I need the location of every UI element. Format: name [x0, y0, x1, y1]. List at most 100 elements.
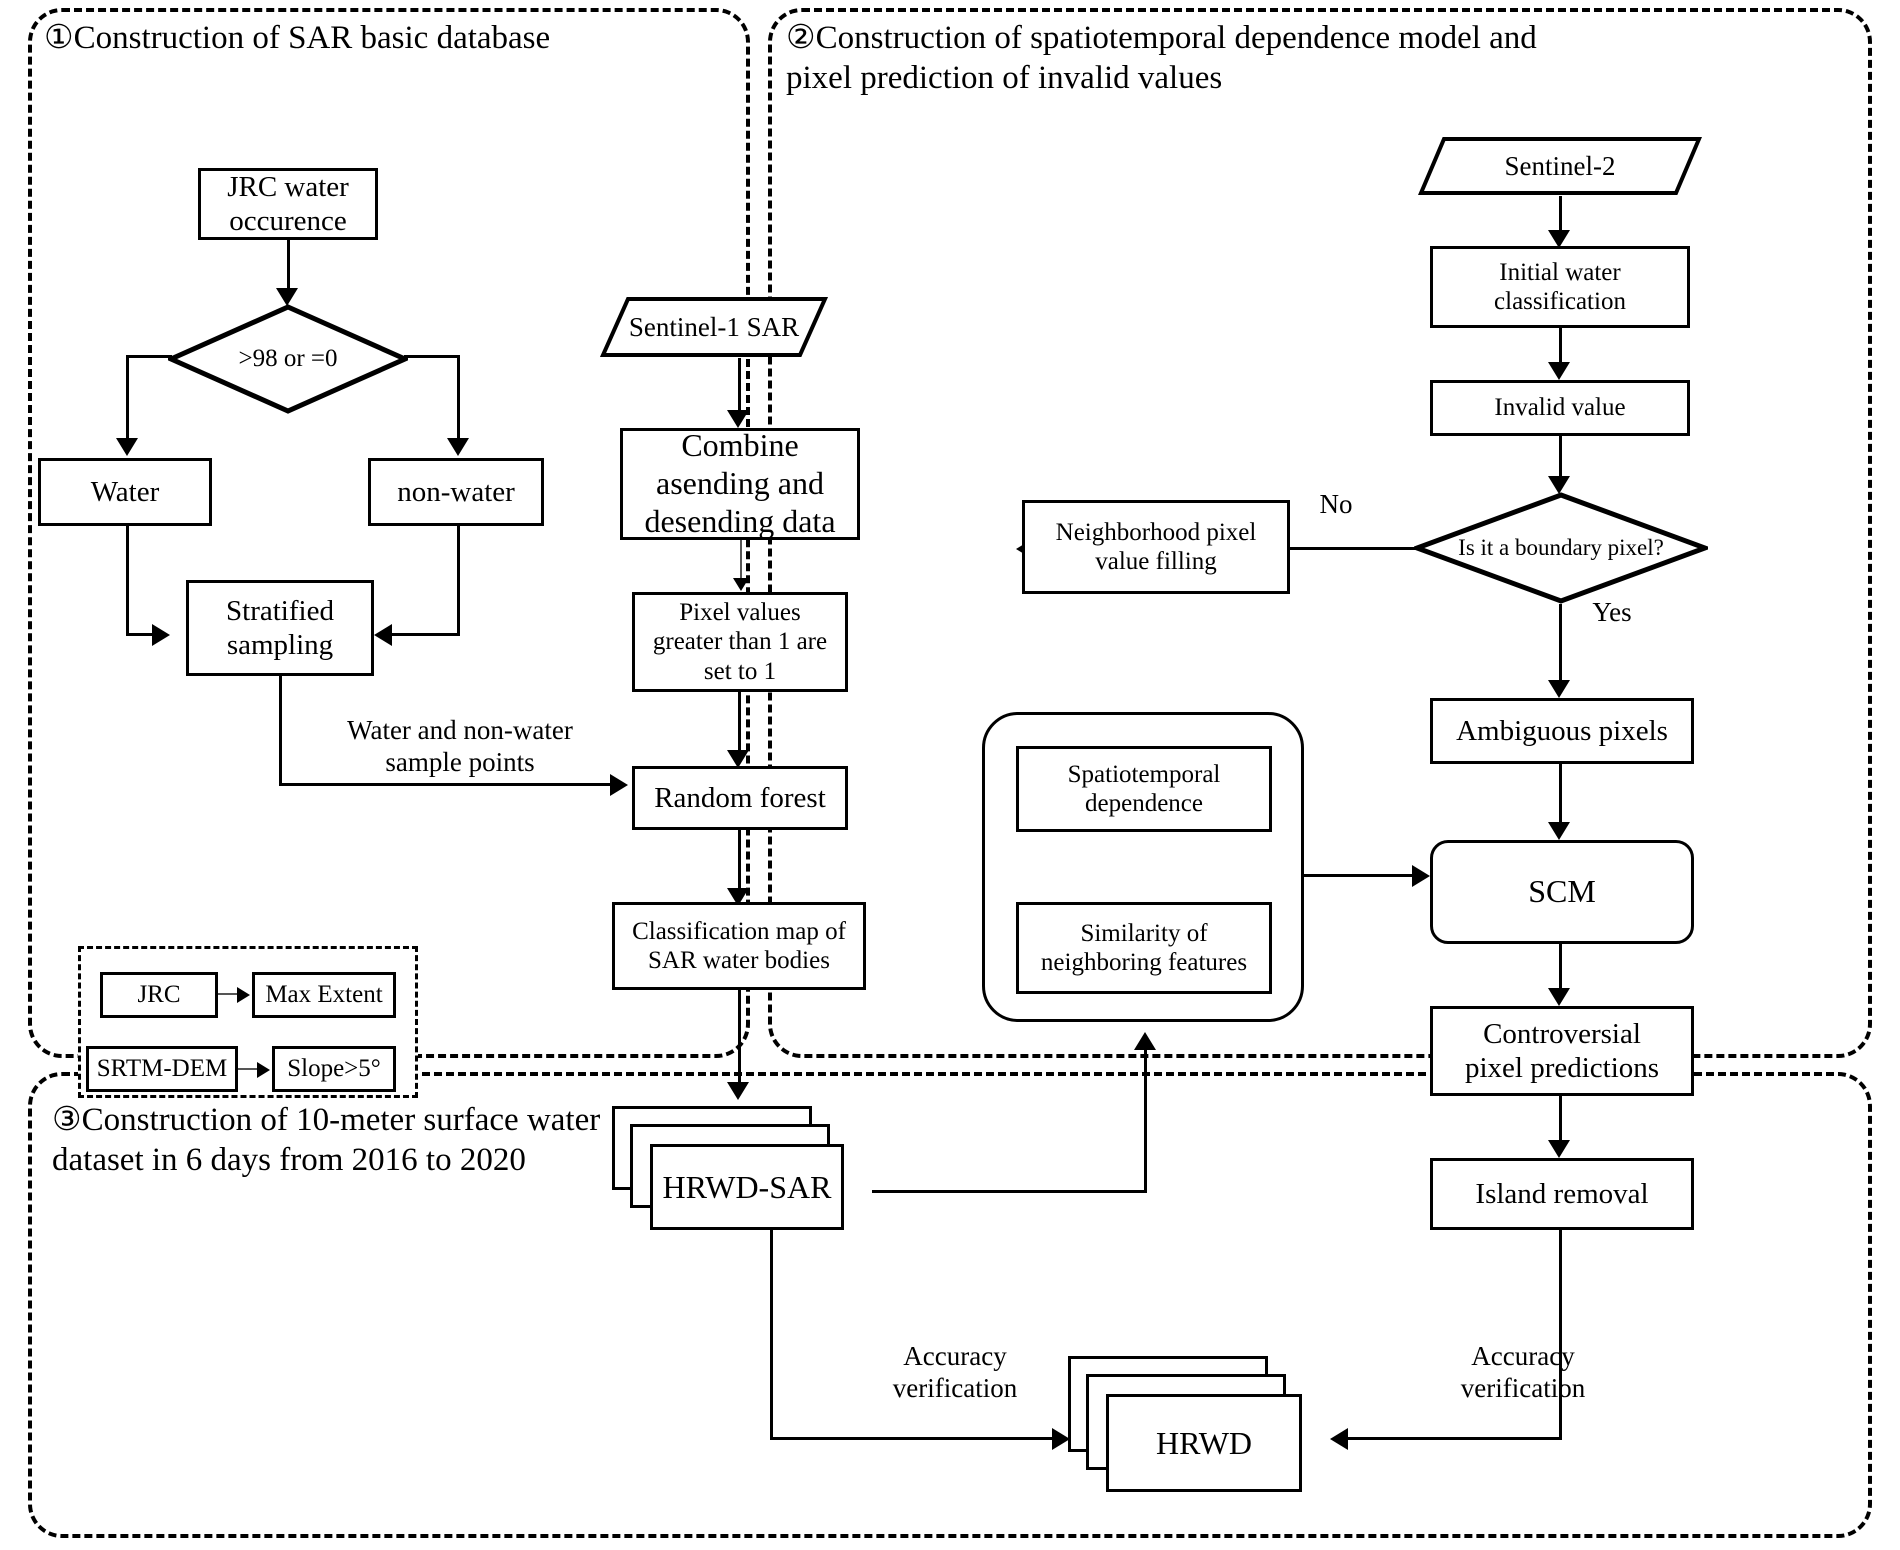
node-hrwd-stack[interactable]: HRWD: [1068, 1356, 1330, 1504]
connector-island-to-hrwd-v: [1559, 1230, 1562, 1440]
legend-arrowhead-0: [237, 987, 250, 1003]
node-sentinel-1-sar[interactable]: Sentinel-1 SAR: [600, 296, 828, 358]
arrowhead-group-to-scm: [1412, 865, 1430, 887]
connector-sampling-to-rf-h: [279, 783, 615, 786]
arrowhead-scm-to-controversial: [1548, 988, 1570, 1006]
label-sample-points: Water and non-water sample points: [347, 715, 573, 778]
legend-node-srtm-dem[interactable]: SRTM-DEM: [86, 1046, 238, 1092]
arrowhead-controversial-to-island: [1548, 1140, 1570, 1158]
arrowhead-initial-to-invalid: [1548, 362, 1570, 380]
connector-ambiguous-to-scm: [1559, 764, 1562, 826]
connector-water-to-sampling-h: [126, 633, 158, 636]
node-similarity-neighboring-features[interactable]: Similarity of neighboring features: [1016, 902, 1272, 994]
node-combine-asc-desc[interactable]: Combine asending and desending data: [620, 427, 860, 540]
arrowhead-decision-to-nonwater: [447, 438, 469, 456]
section-1-title-text: Construction of SAR basic database: [73, 20, 551, 56]
node-pixel-values-set-to-1[interactable]: Pixel values greater than 1 are set to 1: [632, 592, 848, 692]
arrowhead-jrc-to-decision: [276, 288, 298, 306]
node-initial-water-classification[interactable]: Initial water classification: [1430, 246, 1690, 328]
arrowhead-pixelvalues-to-rf: [727, 750, 749, 768]
connector-scm-to-controversial: [1559, 944, 1562, 992]
connector-decision-to-nonwater-h: [404, 355, 460, 358]
hrwd-sheet-front: HRWD: [1106, 1394, 1302, 1492]
arrowhead-yes-branch: [1548, 680, 1570, 698]
connector-decision-to-water-h: [126, 355, 172, 358]
node-spatiotemporal-dependence[interactable]: Spatiotemporal dependence: [1016, 746, 1272, 832]
legend-node-slope[interactable]: Slope>5°: [272, 1046, 396, 1092]
connector-sentinel2-to-initial: [1559, 196, 1562, 234]
label-accuracy-verification-left: Accuracy verification: [892, 1341, 1018, 1404]
node-island-removal[interactable]: Island removal: [1430, 1158, 1694, 1230]
node-sentinel-1-sar-label: Sentinel-1 SAR: [628, 311, 800, 342]
connector-hrwdsar-to-hrwd-v: [770, 1230, 773, 1440]
decision-gt98-label: >98 or =0: [238, 345, 338, 372]
connector-pixelvalues-to-rf: [738, 692, 741, 754]
node-sentinel-2[interactable]: Sentinel-2: [1418, 136, 1702, 196]
connector-decision-to-water-v: [126, 355, 129, 441]
connector-group-to-scm: [1304, 874, 1416, 877]
connector-classification-to-hrwdsar: [738, 990, 741, 1086]
section-1-title: ①Construction of SAR basic database: [44, 18, 734, 58]
decision-is-boundary-pixel[interactable]: Is it a boundary pixel?: [1414, 492, 1708, 604]
connector-nonwater-to-sampling-h: [390, 633, 460, 636]
node-controversial-pixel-predictions[interactable]: Controversial pixel predictions: [1430, 1006, 1694, 1096]
arrowhead-classification-to-hrwdsar: [727, 1082, 749, 1100]
connector-decision-to-nonwater-v: [457, 355, 460, 441]
section-1-marker: ①: [44, 20, 74, 56]
section-3-marker: ③: [52, 1102, 82, 1138]
section-3-panel: [28, 1072, 1872, 1538]
node-scm[interactable]: SCM: [1430, 840, 1694, 944]
connector-sentinel1-to-combine: [738, 358, 741, 412]
arrowhead-decision-to-water: [116, 438, 138, 456]
node-random-forest[interactable]: Random forest: [632, 766, 848, 830]
connector-sampling-to-rf-v: [279, 676, 282, 786]
connector-nonwater-to-sampling-v: [457, 526, 460, 636]
node-neighborhood-pixel-value-filling[interactable]: Neighborhood pixel value filling: [1022, 500, 1290, 594]
section-2-title: ②Construction of spatiotemporal dependen…: [786, 18, 1826, 99]
arrowhead-water-to-sampling: [152, 624, 170, 646]
section-3-title: ③Construction of 10-meter surface water …: [52, 1100, 752, 1181]
section-3-title-text: Construction of 10-meter surface water d…: [52, 1102, 601, 1179]
node-invalid-value[interactable]: Invalid value: [1430, 380, 1690, 436]
connector-water-to-sampling-v: [126, 526, 129, 636]
arrowhead-right-to-hrwd: [1330, 1428, 1348, 1450]
node-water[interactable]: Water: [38, 458, 212, 526]
connector-yes-branch: [1559, 604, 1562, 684]
arrowhead-left-to-hrwd: [1052, 1428, 1070, 1450]
arrowhead-combine-to-pixelvalues: [733, 578, 749, 591]
connector-controversial-to-island: [1559, 1096, 1562, 1144]
node-sentinel-2-label: Sentinel-2: [1504, 150, 1616, 181]
node-hrwd-sar-stack[interactable]: HRWD-SAR: [612, 1106, 872, 1236]
node-ambiguous-pixels[interactable]: Ambiguous pixels: [1430, 698, 1694, 764]
label-branch-yes: Yes: [1592, 597, 1632, 627]
arrowhead-ambiguous-to-scm: [1548, 822, 1570, 840]
arrowhead-rf-to-classification: [727, 888, 749, 906]
node-non-water[interactable]: non-water: [368, 458, 544, 526]
section-2-title-text: Construction of spatiotemporal dependenc…: [786, 20, 1537, 97]
arrowhead-sentinel1-to-combine: [727, 410, 749, 428]
connector-hrwdsar-to-group-v: [1144, 1050, 1147, 1192]
legend-connector-1: [238, 1068, 260, 1070]
node-classification-map[interactable]: Classification map of SAR water bodies: [612, 902, 866, 990]
legend-node-jrc[interactable]: JRC: [100, 972, 218, 1018]
node-jrc-water-occurence[interactable]: JRC water occurence: [198, 168, 378, 240]
arrowhead-hrwdsar-to-group: [1134, 1032, 1156, 1050]
connector-invalid-to-decision: [1559, 436, 1562, 480]
arrowhead-nonwater-to-sampling: [374, 624, 392, 646]
connector-island-to-hrwd-h: [1345, 1437, 1561, 1440]
legend-node-max-extent[interactable]: Max Extent: [252, 972, 396, 1018]
hrwd-sar-sheet-front: HRWD-SAR: [650, 1144, 844, 1230]
connector-rf-to-classification: [738, 830, 741, 892]
arrowhead-invalid-to-decision: [1548, 476, 1570, 494]
connector-combine-to-pixelvalues: [740, 540, 742, 582]
arrowhead-sampling-to-rf: [610, 774, 628, 796]
decision-gt98-or-eq0[interactable]: >98 or =0: [168, 304, 408, 414]
label-branch-no: No: [1319, 489, 1353, 519]
connector-hrwdsar-to-group-h: [872, 1190, 1147, 1193]
legend-arrowhead-1: [257, 1062, 270, 1078]
section-2-marker: ②: [786, 20, 816, 56]
connector-hrwdsar-to-hrwd-h: [770, 1437, 1060, 1440]
connector-jrc-to-decision: [287, 240, 290, 290]
node-stratified-sampling[interactable]: Stratified sampling: [186, 580, 374, 676]
